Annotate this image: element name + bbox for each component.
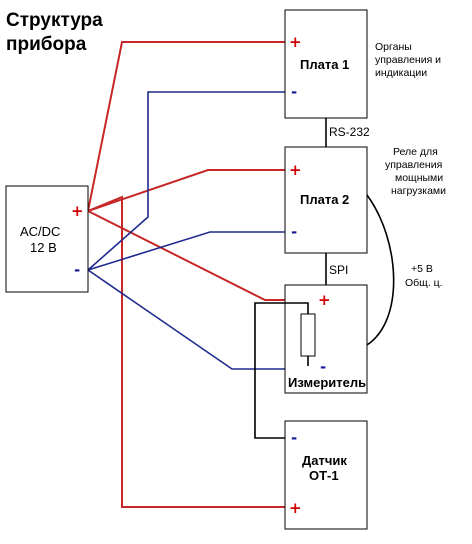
board1-block bbox=[284, 9, 368, 119]
positive-wires bbox=[87, 41, 285, 508]
board2-note-line1: Реле для bbox=[393, 146, 438, 158]
board1-note-line1: Органы bbox=[375, 41, 412, 53]
board1-label: Плата 1 bbox=[300, 57, 349, 72]
rs232-label: RS-232 bbox=[329, 125, 370, 139]
sensor-block bbox=[284, 420, 368, 530]
title-line2: прибора bbox=[6, 34, 87, 55]
acdc-block bbox=[5, 185, 89, 293]
supply-note-line1: +5 В bbox=[411, 263, 433, 275]
acdc-minus-terminal: - bbox=[74, 261, 80, 279]
wire-supply-curve bbox=[366, 194, 395, 346]
wire-plus-board2 bbox=[87, 169, 285, 212]
board2-note-line3: мощными bbox=[395, 172, 443, 184]
board2-note-line4: нагрузками bbox=[391, 185, 446, 197]
board2-plus-terminal: + bbox=[289, 161, 302, 179]
acdc-plus-terminal: + bbox=[71, 202, 84, 220]
negative-wires bbox=[87, 91, 285, 370]
wire-plus-board1 bbox=[87, 41, 285, 212]
board1-minus-terminal: - bbox=[291, 83, 297, 101]
board2-label: Плата 2 bbox=[300, 192, 349, 207]
sensor-plus-terminal: + bbox=[289, 499, 302, 517]
board1-plus-terminal: + bbox=[289, 33, 302, 51]
title-line1: Структура bbox=[6, 10, 103, 31]
supply-note-line2: Общ. ц. bbox=[405, 277, 443, 289]
meter-label: Измеритель bbox=[288, 375, 366, 390]
spi-label: SPI bbox=[329, 263, 348, 277]
wire-plus-sensor bbox=[87, 195, 285, 508]
wire-minus-board2 bbox=[87, 231, 285, 271]
meter-minus-terminal: - bbox=[320, 358, 326, 376]
board1-note-line2: управления и bbox=[375, 54, 441, 66]
board1-note-line3: индикации bbox=[375, 67, 427, 79]
wire-sensor-minus bbox=[254, 302, 309, 439]
board2-note-line2: управления bbox=[385, 159, 442, 171]
meter-plus-terminal: + bbox=[318, 291, 331, 309]
wire-minus-meter bbox=[87, 269, 285, 370]
resistor-icon bbox=[300, 313, 316, 357]
acdc-label-line1: AC/DC bbox=[20, 224, 60, 239]
sensor-label-line1: Датчик bbox=[302, 453, 347, 468]
board2-block bbox=[284, 146, 368, 254]
board2-minus-terminal: - bbox=[291, 223, 297, 241]
acdc-label-line2: 12 В bbox=[30, 240, 57, 255]
wire-plus-meter bbox=[87, 210, 285, 301]
sensor-label-line2: ОТ-1 bbox=[309, 468, 339, 483]
wire-minus-board1 bbox=[87, 91, 285, 271]
sensor-minus-terminal: - bbox=[291, 429, 297, 447]
